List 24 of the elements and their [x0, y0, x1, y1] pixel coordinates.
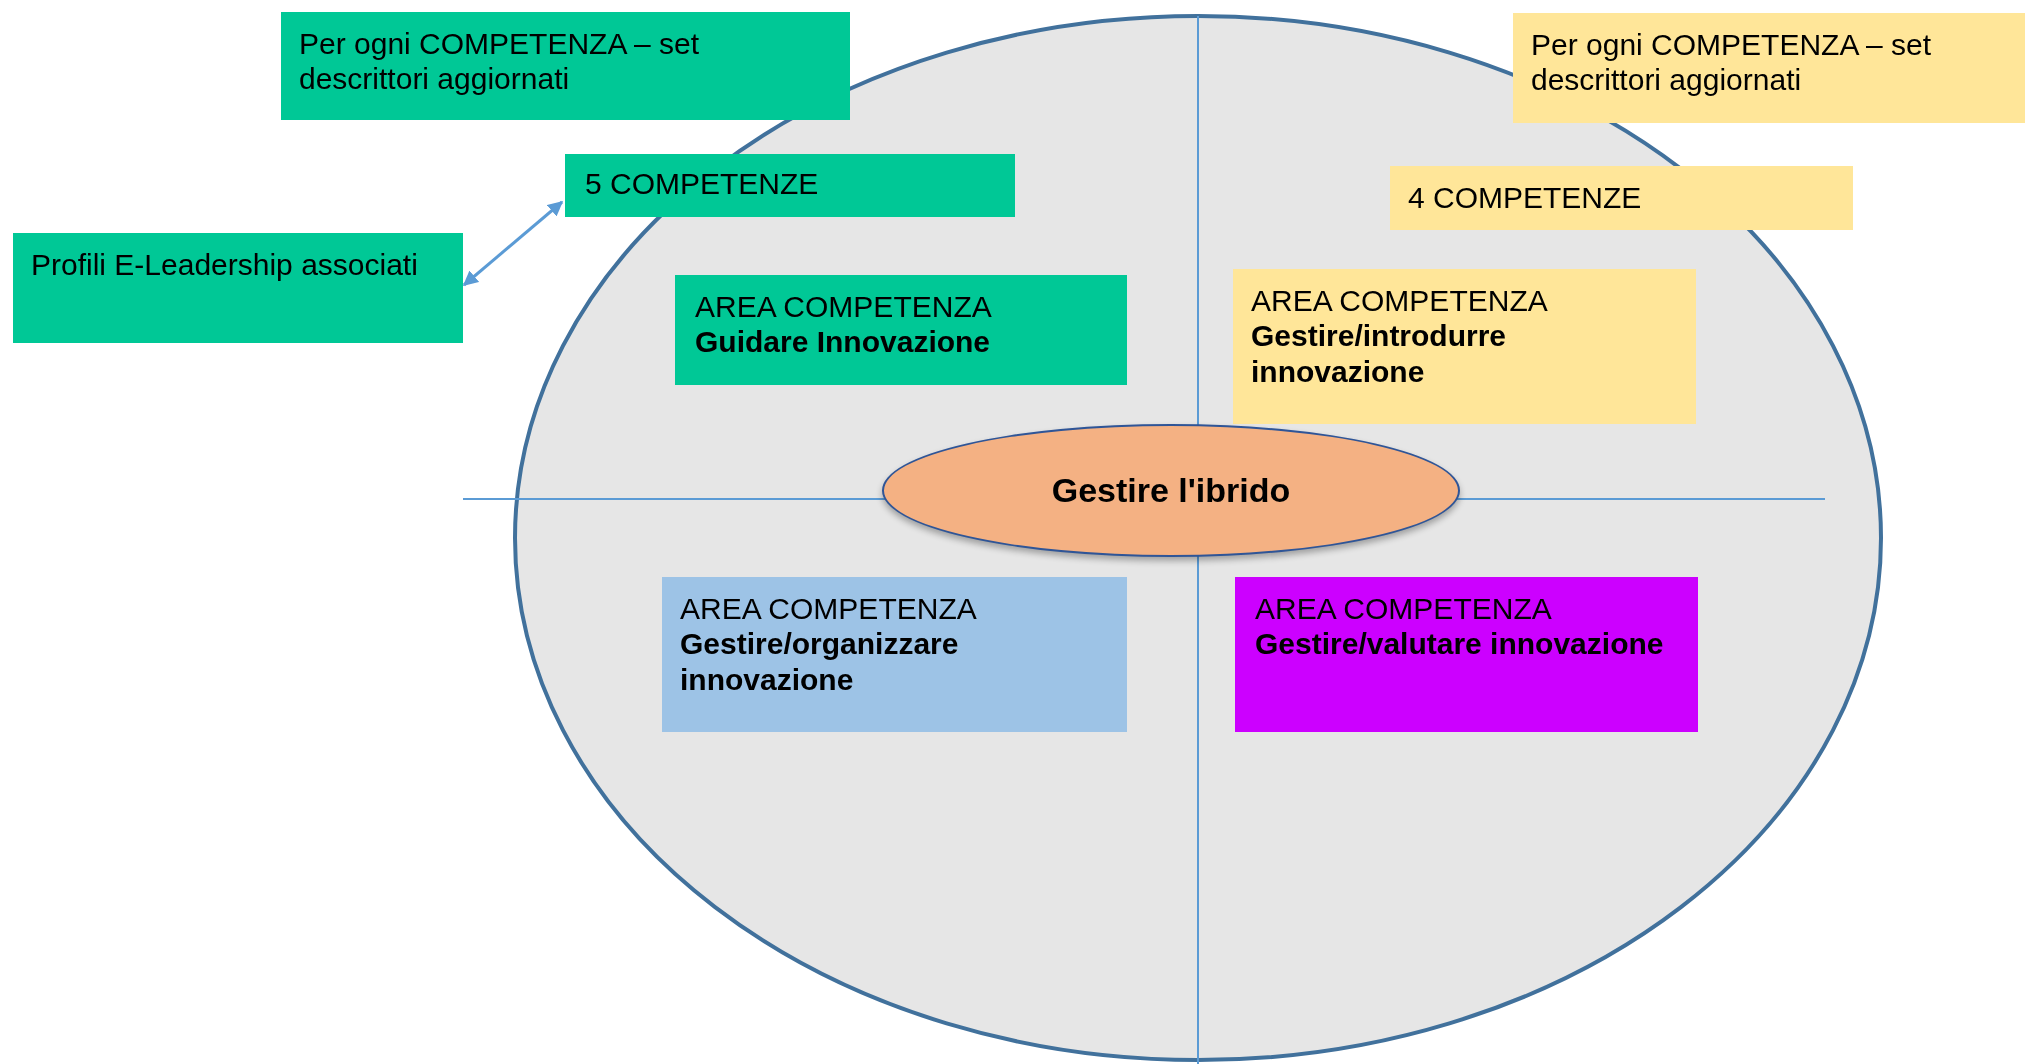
- double-arrow: [462, 200, 564, 287]
- area-title: Gestire/valutare innovazione: [1255, 626, 1665, 662]
- area-label: AREA COMPETENZA: [1255, 591, 1553, 627]
- area-title: Gestire/organizzare innovazione: [680, 626, 960, 698]
- label-box: [675, 275, 1127, 385]
- label-box: [1513, 13, 2025, 123]
- area-label: AREA COMPETENZA: [680, 591, 978, 627]
- label-box: [662, 577, 1127, 732]
- label-box: [1390, 166, 1853, 230]
- center-title: Gestire l'ibrido: [1051, 470, 1291, 511]
- box-text: Per ogni COMPETENZA – set descrittori aggiornati: [299, 26, 701, 97]
- box-text: Per ogni COMPETENZA – set descrittori aggiornati: [1531, 27, 1933, 98]
- area-title: Guidare Innovazione: [695, 324, 992, 360]
- area-label: AREA COMPETENZA: [695, 289, 993, 325]
- label-box: [281, 12, 850, 120]
- label-box: [1235, 577, 1698, 732]
- box-text: Profili E-Leadership associati: [31, 247, 419, 283]
- label-box: [1233, 269, 1696, 424]
- label-box: [13, 233, 463, 343]
- area-title: Gestire/introdurre innovazione: [1251, 318, 1508, 390]
- box-text: 4 COMPETENZE: [1408, 180, 1643, 216]
- box-text: 5 COMPETENZE: [585, 166, 820, 202]
- area-label: AREA COMPETENZA: [1251, 283, 1549, 319]
- label-box: [565, 154, 1015, 217]
